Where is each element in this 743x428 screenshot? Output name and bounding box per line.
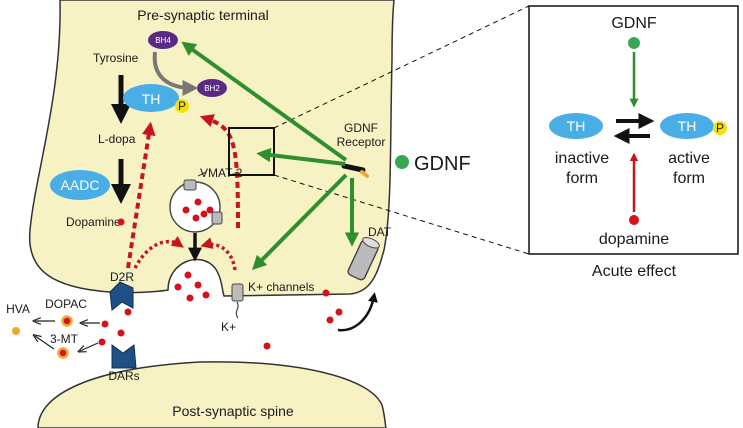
inset-dopamine-dot (629, 215, 639, 225)
bh4-label: BH4 (155, 36, 171, 45)
inset-active-line2: form (673, 170, 705, 187)
3mt-to-hva-arrow (35, 336, 55, 350)
th-label: TH (142, 91, 161, 107)
inset-th-left-label: TH (567, 118, 586, 134)
vesicle-to-th-feedback-arrow (199, 114, 240, 229)
gdnf-ligand (395, 155, 409, 169)
inset-th-active: TH (660, 113, 714, 139)
th-callout-box (228, 127, 275, 176)
d2r-receptor (109, 281, 134, 311)
phosphate-badge: P (175, 99, 189, 113)
d2r-to-th-feedback-arrow (126, 121, 156, 269)
dopac-molecule (61, 315, 73, 327)
dars-receptor (111, 344, 137, 369)
d2r-label: D2R (110, 270, 134, 284)
aadc-label: AADC (61, 177, 100, 193)
dat-reuptake-arrow (337, 292, 378, 332)
presynaptic-label: Pre-synaptic terminal (137, 7, 269, 23)
k-channels-label: K+ channels (248, 280, 314, 294)
dat-label: DAT (368, 225, 392, 239)
bh2-cofactor: BH2 (197, 79, 227, 97)
inset-inactive-line2: form (566, 170, 598, 187)
bh4-cofactor: BH4 (148, 31, 178, 49)
gdnf-to-bh4-arrow (181, 41, 348, 162)
dat-transporter (347, 237, 380, 281)
gdnf-ligand-label: GDNF (414, 153, 471, 175)
hva-label: HVA (6, 302, 30, 316)
gdnf-receptor (341, 163, 366, 173)
gdnf-receptor-label-line1: GDNF (344, 121, 378, 135)
inset-phosphate-badge: P (713, 121, 727, 135)
inset-active-line1: active (668, 150, 710, 167)
tyrosine-label: Tyrosine (93, 51, 139, 65)
three-mt-molecule (57, 347, 69, 359)
gdnf-to-th-callout-arrow (256, 147, 346, 166)
inset-caption: Acute effect (592, 263, 677, 280)
inset-th-right-label: TH (678, 118, 697, 134)
d2r-to-release-feedback-arrow (133, 236, 184, 269)
phosphate-label: P (178, 99, 186, 113)
gdnf-receptor-label-line2: Receptor (337, 135, 386, 149)
vesicle (169, 181, 221, 233)
hva-molecule (12, 327, 20, 335)
dat-dopamine-2 (335, 308, 343, 316)
cleft-dopamine (98, 308, 271, 350)
dopamine-label: Dopamine (66, 215, 121, 229)
gdnf-receptor-tail (360, 170, 369, 178)
inset-gdnf-dot (628, 37, 640, 49)
k-ion-label: K+ (221, 320, 236, 334)
dat-dopamine-1 (326, 316, 334, 324)
inset-gdnf-label: GDNF (611, 15, 657, 32)
postsynaptic-label: Post-synaptic spine (172, 403, 294, 419)
vmat2-label: VMAT-2 (200, 166, 243, 180)
k-channel (231, 283, 244, 319)
inset-th-inactive: TH (549, 113, 603, 139)
dopac-label: DOPAC (45, 297, 87, 311)
k-channel-to-release-feedback-arrow (200, 237, 237, 271)
dars-label: DARs (108, 369, 139, 383)
gdnf-to-k-channel-arrow (251, 173, 348, 271)
dat-dopamine-3 (322, 289, 330, 297)
inset-phosphate-label: P (716, 121, 724, 135)
dopamine-molecule (117, 218, 125, 226)
aadc-enzyme: AADC (50, 170, 110, 200)
three-mt-label: 3-MT (50, 332, 79, 346)
inset-dopamine-label: dopamine (599, 231, 669, 248)
postsynaptic-spine (37, 361, 387, 428)
th-enzyme: TH (123, 84, 179, 112)
inset-inactive-line1: inactive (555, 150, 609, 167)
ldopa-label: L-dopa (98, 132, 136, 146)
bh4-to-bh2-arrow (152, 51, 199, 96)
callout-line-top (273, 5, 530, 129)
vmat2-transporter (183, 171, 223, 225)
released-dopamine (174, 271, 210, 302)
cleft-to-3mt-arrow (80, 342, 99, 351)
bh2-label: BH2 (204, 84, 220, 93)
